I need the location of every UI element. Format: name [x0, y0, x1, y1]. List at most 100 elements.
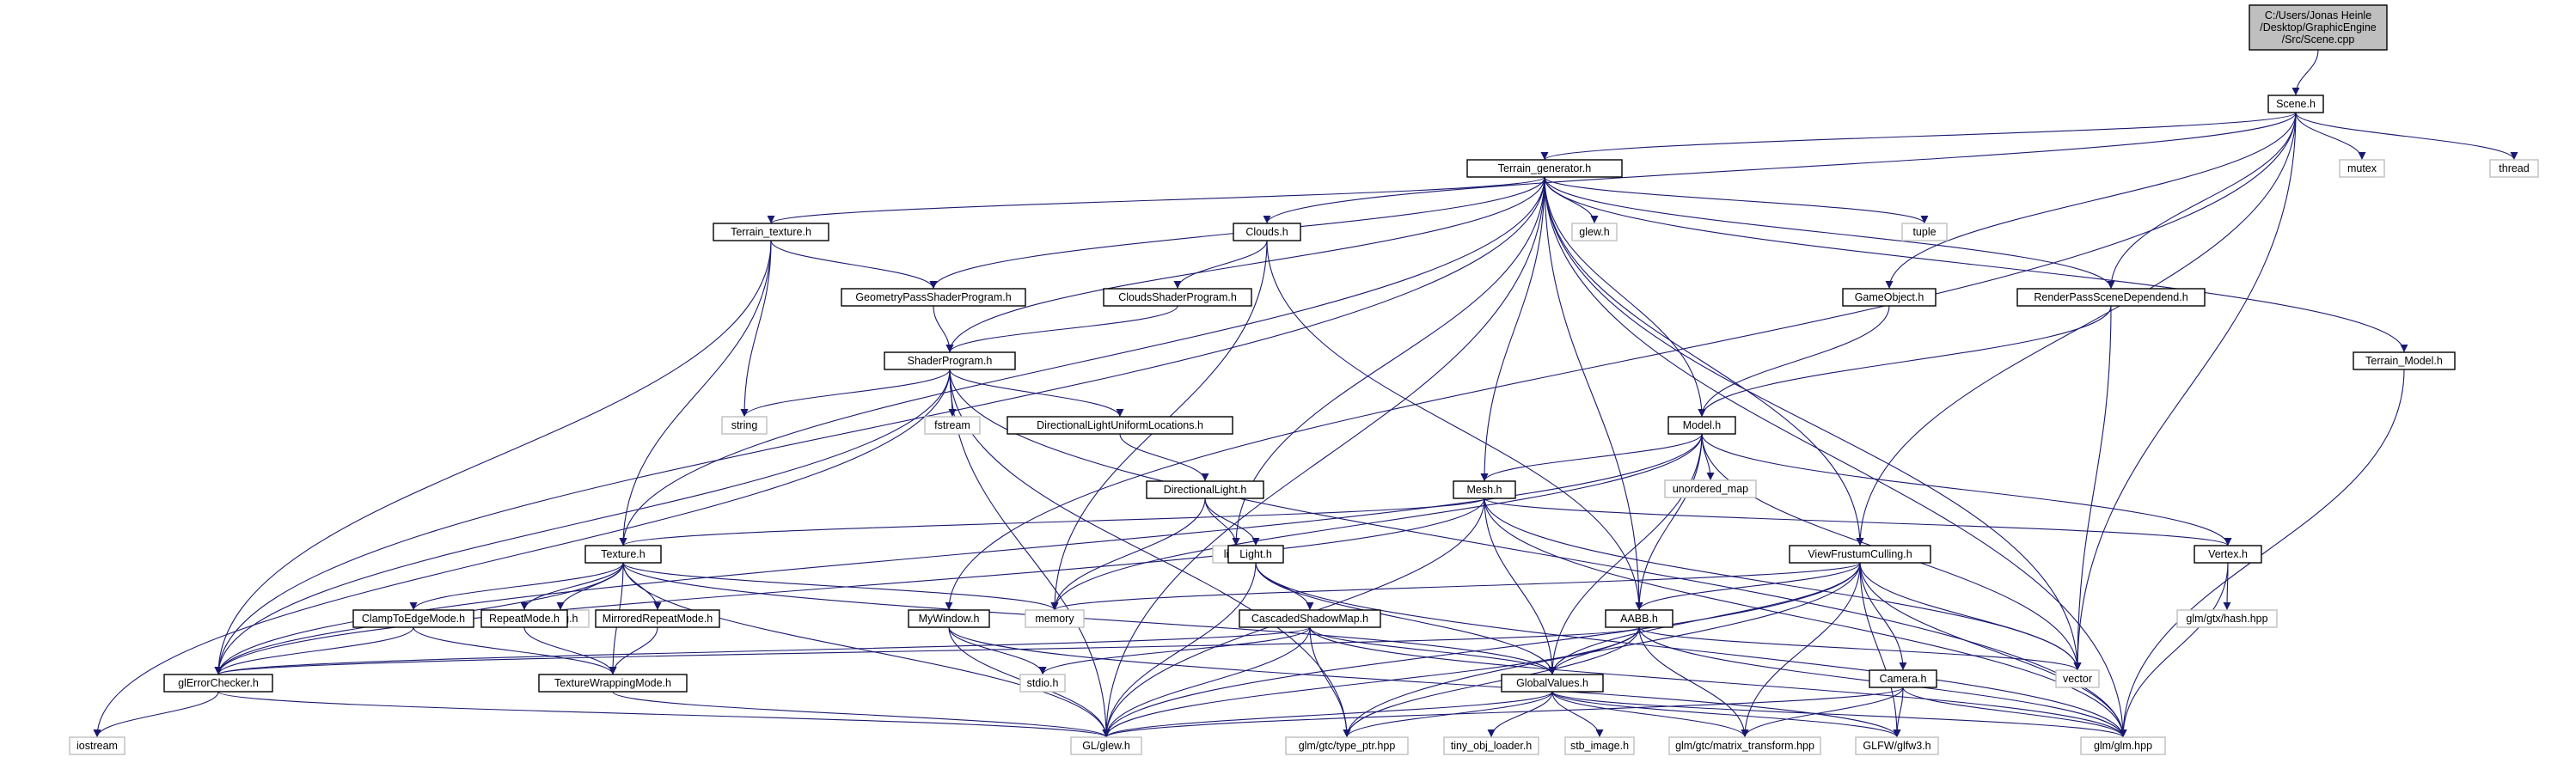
node-glglew[interactable]: GL/glew.h: [1070, 736, 1142, 755]
node-label: thread: [2499, 162, 2529, 174]
node-label: ViewFrustumCulling.h: [1808, 548, 1912, 560]
node-rpsd[interactable]: RenderPassSceneDependend.h: [2016, 288, 2206, 307]
node-aabb[interactable]: AABB.h: [1605, 609, 1673, 628]
node-glerror[interactable]: glErrorChecker.h: [163, 674, 273, 693]
edge-scene-to-mywindow: [945, 112, 2297, 611]
node-shaderprog[interactable]: ShaderProgram.h: [884, 351, 1016, 370]
edge-clouds-to-csp: [1173, 240, 1268, 290]
node-box: [584, 545, 662, 564]
node-label: Scene.h: [2276, 98, 2316, 110]
node-string[interactable]: string: [721, 416, 768, 435]
node-gpsp[interactable]: GeometryPassShaderProgram.h: [841, 288, 1026, 307]
node-model[interactable]: Model.h: [1667, 416, 1736, 435]
edge-camera-to-glmglm: [1902, 687, 2127, 738]
node-box: [1664, 479, 1757, 498]
node-terrain-model[interactable]: Terrain_Model.h: [2353, 351, 2456, 370]
node-scene[interactable]: Scene.h: [2267, 95, 2324, 113]
node-box: [1789, 545, 1931, 564]
node-light[interactable]: Light.h: [1227, 545, 1284, 564]
node-typeptr[interactable]: glm/gtc/type_ptr.hpp: [1285, 736, 1409, 755]
node-thread[interactable]: thread: [2489, 159, 2539, 178]
node-terrain-tex[interactable]: Terrain_texture.h: [713, 223, 829, 241]
node-glewh[interactable]: glew.h: [1571, 223, 1618, 241]
node-root[interactable]: C:/Users/Jonas Heinle/Desktop/GraphicEng…: [2249, 4, 2388, 51]
node-mywindow[interactable]: MyWindow.h: [908, 609, 990, 628]
node-label: RenderPassSceneDependend.h: [2034, 291, 2187, 303]
edge-mesh-to-glmglm: [1484, 497, 2127, 738]
node-texwrap[interactable]: TextureWrappingMode.h: [538, 674, 688, 693]
node-label: Texture.h: [601, 548, 645, 560]
node-label: CloudsShaderProgram.h: [1118, 291, 1237, 303]
node-label: ShaderProgram.h: [908, 355, 993, 367]
edge-terrain_tex-to-string: [740, 240, 772, 418]
node-iostream[interactable]: iostream: [69, 736, 125, 755]
edge-terrain_gen-to-terrain_tex: [767, 176, 1545, 224]
node-box: [1855, 736, 1939, 755]
edge-texture-to-glglew: [622, 562, 1111, 738]
node-box: [1842, 288, 1937, 307]
edge-model-to-memory: [1050, 433, 1703, 611]
edge-globalvals-to-glfw: [1551, 691, 1901, 738]
node-camera[interactable]: Camera.h: [1869, 669, 1937, 688]
edge-vfc-to-glglew: [1102, 562, 1861, 738]
node-box: [1901, 223, 1948, 241]
node-mattrans[interactable]: glm/gtc/matrix_transform.hpp: [1668, 736, 1821, 755]
node-box: [2267, 95, 2324, 113]
node-mirrored[interactable]: MirroredRepeatMode.h: [595, 609, 720, 628]
node-clouds[interactable]: Clouds.h: [1233, 223, 1301, 241]
node-memory[interactable]: memory: [1025, 609, 1085, 628]
edge-glerror-to-iostream: [93, 691, 219, 738]
node-label: tiny_obj_loader.h: [1451, 740, 1533, 752]
edge-globalvals-to-typeptr: [1343, 691, 1553, 738]
node-stdio[interactable]: stdio.h: [1019, 674, 1066, 693]
node-label: GlobalValues.h: [1516, 677, 1588, 689]
node-box: [1869, 669, 1937, 688]
edge-globalvals-to-mattrans: [1551, 691, 1749, 738]
edge-texwrap-to-glglew: [612, 691, 1111, 738]
node-label: /Desktop/GraphicEngine: [2260, 21, 2377, 34]
node-glfw[interactable]: GLFW/glfw3.h: [1855, 736, 1939, 755]
node-terrain-gen[interactable]: Terrain_generator.h: [1466, 159, 1623, 178]
node-fstream[interactable]: fstream: [924, 416, 981, 435]
node-unordered-map[interactable]: unordered_map: [1664, 479, 1757, 498]
edge-repeat-to-texwrap: [523, 626, 617, 675]
node-box: [1571, 223, 1618, 241]
node-clamp[interactable]: ClampToEdgeMode.h: [352, 609, 474, 628]
edge-rpsd-to-model: [1698, 305, 2112, 418]
node-tuple[interactable]: tuple: [1901, 223, 1948, 241]
node-repeat[interactable]: RepeatMode.h: [480, 609, 568, 628]
node-label: Terrain_generator.h: [1498, 162, 1591, 174]
node-mesh[interactable]: Mesh.h: [1453, 480, 1516, 499]
node-label: GL/glew.h: [1082, 740, 1130, 752]
edge-terrain_gen-to-rpsd: [1544, 176, 2115, 290]
node-vector[interactable]: vector: [2055, 669, 2100, 688]
edge-aabb-to-mattrans: [1638, 626, 1749, 738]
node-tinyobj[interactable]: tiny_obj_loader.h: [1443, 736, 1539, 755]
edge-globalvals-to-glmglm: [1551, 691, 2127, 738]
node-glmglm[interactable]: glm/glm.hpp: [2080, 736, 2166, 755]
edge-shaderprog-to-glmglm: [949, 369, 2127, 738]
node-dlul[interactable]: DirectionalLightUniformLocations.h: [1007, 416, 1233, 435]
node-box: [841, 288, 1026, 307]
node-label: C:/Users/Jonas Heinle: [2265, 9, 2371, 21]
edge-model-to-glerror: [214, 433, 1703, 675]
node-box: [1227, 545, 1284, 564]
node-csm[interactable]: CascadedShadowMap.h: [1239, 609, 1381, 628]
node-csp[interactable]: CloudsShaderProgram.h: [1103, 288, 1252, 307]
edge-terrain_gen-to-shaderprog: [945, 176, 1545, 353]
node-vfc[interactable]: ViewFrustumCulling.h: [1789, 545, 1931, 564]
node-globalvals[interactable]: GlobalValues.h: [1501, 674, 1604, 693]
node-box: [924, 416, 981, 435]
node-stbimage[interactable]: stb_image.h: [1564, 736, 1635, 755]
node-texture[interactable]: Texture.h: [584, 545, 662, 564]
node-mutex[interactable]: mutex: [2339, 159, 2385, 178]
node-vertex[interactable]: Vertex.h: [2194, 545, 2262, 564]
node-gameobj[interactable]: GameObject.h: [1842, 288, 1937, 307]
node-dirlight[interactable]: DirectionalLight.h: [1146, 480, 1264, 499]
node-glmhash[interactable]: glm/gtx/hash.hpp: [2176, 609, 2278, 628]
edge-model-to-mesh: [1480, 433, 1703, 482]
node-label: Mesh.h: [1467, 484, 1502, 496]
edge-dirlight-to-limits: [1204, 497, 1240, 546]
node-layer: C:/Users/Jonas Heinle/Desktop/GraphicEng…: [69, 4, 2539, 755]
edge-globalvals-to-stbimage: [1551, 691, 1604, 738]
